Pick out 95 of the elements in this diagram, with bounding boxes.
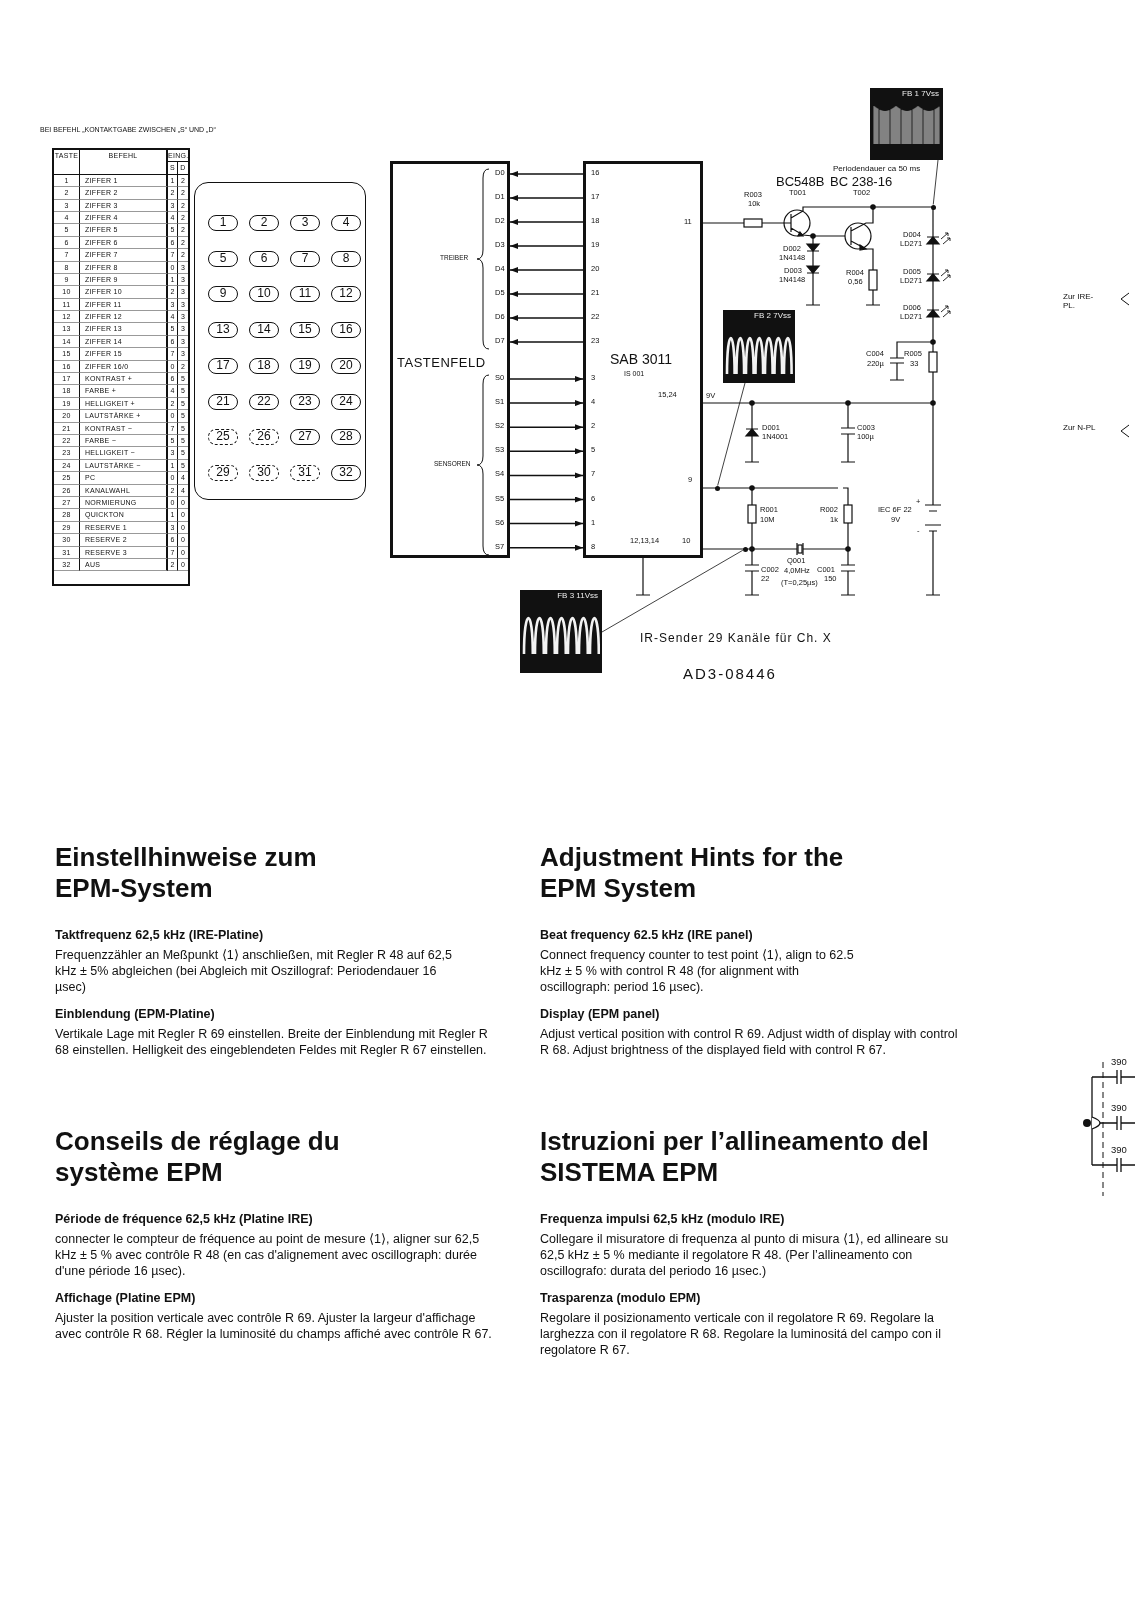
keypad-key: 3 (290, 215, 320, 231)
signal-arrow (509, 219, 584, 225)
signal-arrow (509, 339, 584, 345)
part-type-label: BC548B (776, 175, 825, 190)
oscillogram-picture (520, 590, 602, 673)
drawing-number: AD3-08446 (683, 666, 777, 683)
section-subheading: Display (EPM panel) (540, 1007, 661, 1021)
signal-arrow (509, 267, 584, 273)
keypad-key: 24 (331, 393, 361, 410)
keypad-key: 19 (290, 357, 320, 374)
keypad-key: 18 (249, 357, 279, 374)
keypad-key: 27 (290, 429, 320, 446)
section-heading: Einstellhinweise zum EPM-System (55, 842, 318, 904)
keypad-key: 11 (290, 286, 320, 303)
signal-arrow (509, 291, 584, 297)
signal-arrow (509, 448, 584, 455)
section-subheading: Trasparenza (modulo EPM) (540, 1291, 702, 1305)
keypad-key: 8 (331, 250, 361, 267)
keypad-key: 22 (249, 393, 279, 410)
ic-block (583, 161, 703, 558)
signal-arrow (509, 544, 584, 551)
keypad-key: 16 (331, 322, 361, 339)
keypad-key: 4 (331, 215, 361, 231)
signal-arrow (509, 171, 584, 177)
keypad-key: 20 (331, 357, 361, 374)
paragraph: connecter le compteur de fréquence au point de mesure ⟨1⟩, aligner sur 62,5 kHz ± 5 % avec contrôle R 48 (en cas d'alignement avec oscillograph: durée d'une période 16 µsec). (55, 1231, 481, 1279)
keypad-key: 30 (249, 464, 279, 481)
caption: IR-Sender 29 Kanäle für Ch. X (640, 632, 832, 646)
signal-arrow (509, 496, 584, 503)
signal-arrow (509, 472, 584, 479)
part-type-label: BC 238-16 (830, 175, 893, 190)
connector-label: Zur N-PL (1063, 423, 1097, 433)
keypad-key: 14 (249, 322, 279, 339)
junction-dot (742, 546, 748, 552)
signal-arrow (509, 424, 584, 431)
remote-control-outline (194, 182, 366, 500)
oscillogram-label: FB 3 11Vss (557, 591, 598, 600)
keypad-key: 12 (331, 286, 361, 303)
signal-arrow (509, 243, 584, 249)
keypad-key: 15 (290, 322, 320, 339)
note: Periodendauer ca 50 ms (833, 165, 921, 174)
connector-label: Zur IRE-PL. (1063, 292, 1095, 311)
oscillogram-picture (723, 310, 795, 383)
keypad-key: 7 (290, 250, 320, 267)
keypad-key: 26 (249, 429, 279, 446)
paragraph: Collegare il misuratore di frequenza al punto di misura ⟨1⟩, ed allineare su 62,5 kHz ± 5 % mediante il regolatore R 48. (Per l’allineamento con oscillografo: durata del periodo 16 µsec.) (540, 1231, 950, 1279)
keypad-key: 5 (208, 250, 238, 267)
paragraph: Adjust vertical position with control R 69. Adjust width of display with control R 68. Adjust brightness of the displayed field with control R 67. (540, 1026, 959, 1058)
value-label: 390 (1111, 1103, 1127, 1114)
keyboard-matrix-block (390, 161, 510, 558)
keypad-key: 28 (331, 429, 361, 446)
signal-arrow (509, 315, 584, 321)
keypad-key: 31 (290, 464, 320, 481)
section-subheading: Beat frequency 62.5 kHz (IRE panel) (540, 928, 754, 942)
signal-arrow (509, 376, 584, 382)
paragraph: Frequenzzähler an Meßpunkt ⟨1⟩ anschließen, mit Regler R 48 auf 62,5 kHz ± 5% abgleichen (bei Abgleich mit Oszillograf: Periodendauer 16 µsec) (55, 947, 453, 995)
keypad-key: 2 (249, 215, 279, 231)
section-subheading: Taktfrequenz 62,5 kHz (IRE-Platine) (55, 928, 265, 942)
leader-line (717, 382, 746, 486)
junction-dot (930, 204, 936, 210)
section-heading: Istruzioni per l’allineamento del SISTEMA EPM (540, 1126, 930, 1188)
keypad-key: 25 (208, 429, 238, 446)
keypad-key: 1 (208, 215, 238, 231)
keypad-key: 10 (249, 286, 279, 303)
keypad-key: 29 (208, 464, 238, 481)
oscillogram-label: FB 2 7Vss (754, 311, 791, 320)
keypad-key: 32 (331, 464, 361, 481)
junction-dot (714, 485, 720, 491)
chip-name: SAB 3011 (610, 352, 672, 368)
value-label: 390 (1111, 1145, 1127, 1156)
keypad-key: 21 (208, 393, 238, 410)
signal-arrow (509, 520, 584, 527)
leader-line (601, 549, 744, 633)
keypad-key: 9 (208, 286, 238, 303)
paragraph: Regolare il posizionamento verticale con il regolatore R 69. Regolare la larghezza con il regolatore R 68. Regolare la luminositá del campo con il regolatore R 67. (540, 1310, 942, 1358)
keypad-key: 6 (249, 250, 279, 267)
paragraph: Vertikale Lage mit Regler R 69 einstellen. Breite der Einblendung mit Regler R 68 einstellen. Helligkeit des eingeblendeten Feldes mit Regler R 67 einstellen. (55, 1026, 489, 1058)
leader-line (932, 159, 939, 205)
paragraph: Connect frequency counter to test point ⟨1⟩, align to 62.5 kHz ± 5 % with control R 48 (for alignment with oscillograph: period 16 µsec). (540, 947, 855, 995)
keypad-key: 17 (208, 357, 238, 374)
paragraph: Ajuster la position verticale avec contrôle R 69. Ajuster la largeur d'affichage avec contrôle R 68. Régler la luminosité du champs affiché avec contrôle R 67. (55, 1310, 493, 1342)
oscillogram-picture (870, 88, 943, 160)
section-heading: Adjustment Hints for the EPM System (540, 842, 845, 904)
value-label: 390 (1111, 1057, 1127, 1068)
section-subheading: Affichage (Platine EPM) (55, 1291, 197, 1305)
oscillogram-label: FB 1 7Vss (902, 89, 939, 98)
keypad-key: 23 (290, 393, 320, 410)
keypad-key: 13 (208, 322, 238, 339)
signal-arrow (509, 195, 584, 201)
section-subheading: Période de fréquence 62,5 kHz (Platine IRE) (55, 1212, 314, 1226)
signal-arrow (509, 400, 584, 407)
section-subheading: Frequenza impulsi 62,5 kHz (modulo IRE) (540, 1212, 786, 1226)
section-heading: Conseils de réglage du système EPM (55, 1126, 341, 1188)
section-subheading: Einblendung (EPM-Platine) (55, 1007, 216, 1021)
block-title: TASTENFELD (397, 356, 486, 371)
